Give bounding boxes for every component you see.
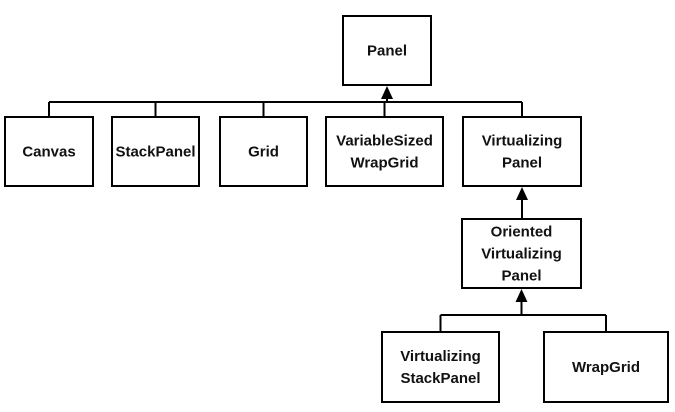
edges-to-panel [48,86,523,117]
node-label-virtualizingpanel-0: Virtualizing [482,133,563,150]
node-label-variablesizedwrapgrid-1: WrapGrid [350,155,418,172]
edges-to-virtualizingpanel [516,187,528,219]
arrowhead-panel [381,86,393,99]
node-label-orientedvirtualizingpanel-0: Oriented [491,224,553,241]
node-panel: Panel [342,15,432,86]
node-label-variablesizedwrapgrid-0: VariableSized [336,133,433,150]
node-wrapgrid: WrapGrid [543,331,669,403]
node-label-orientedvirtualizingpanel-2: Panel [501,268,541,285]
node-box-orientedvirtualizingpanel [461,218,582,289]
node-label-virtualizingpanel-1: Panel [502,155,542,172]
connectors [48,86,607,332]
node-label-panel-0: Panel [367,43,407,60]
node-label-stackpanel-0: StackPanel [115,144,195,161]
node-box-wrapgrid [543,331,669,403]
node-box-virtualizingstackpanel [381,331,500,403]
node-canvas: Canvas [4,116,94,187]
node-box-panel [342,15,432,86]
arrowhead-orientedvirtualizingpanel [515,289,528,302]
node-box-grid [219,116,308,187]
node-label-virtualizingstackpanel-0: Virtualizing [400,348,481,365]
node-stackpanel: StackPanel [111,116,200,187]
node-label-virtualizingstackpanel-1: StackPanel [400,370,480,387]
node-label-grid-0: Grid [248,144,279,161]
node-box-variablesizedwrapgrid [325,116,444,187]
node-label-wrapgrid-0: WrapGrid [572,359,640,376]
node-label-canvas-0: Canvas [22,144,75,161]
node-grid: Grid [219,116,308,187]
node-box-canvas [4,116,94,187]
node-box-stackpanel [111,116,200,187]
arrowhead-virtualizingpanel [516,187,528,200]
edges-to-orientedvirtualizingpanel [439,289,607,332]
node-box-virtualizingpanel [462,116,582,187]
node-label-orientedvirtualizingpanel-1: Virtualizing [481,246,562,263]
